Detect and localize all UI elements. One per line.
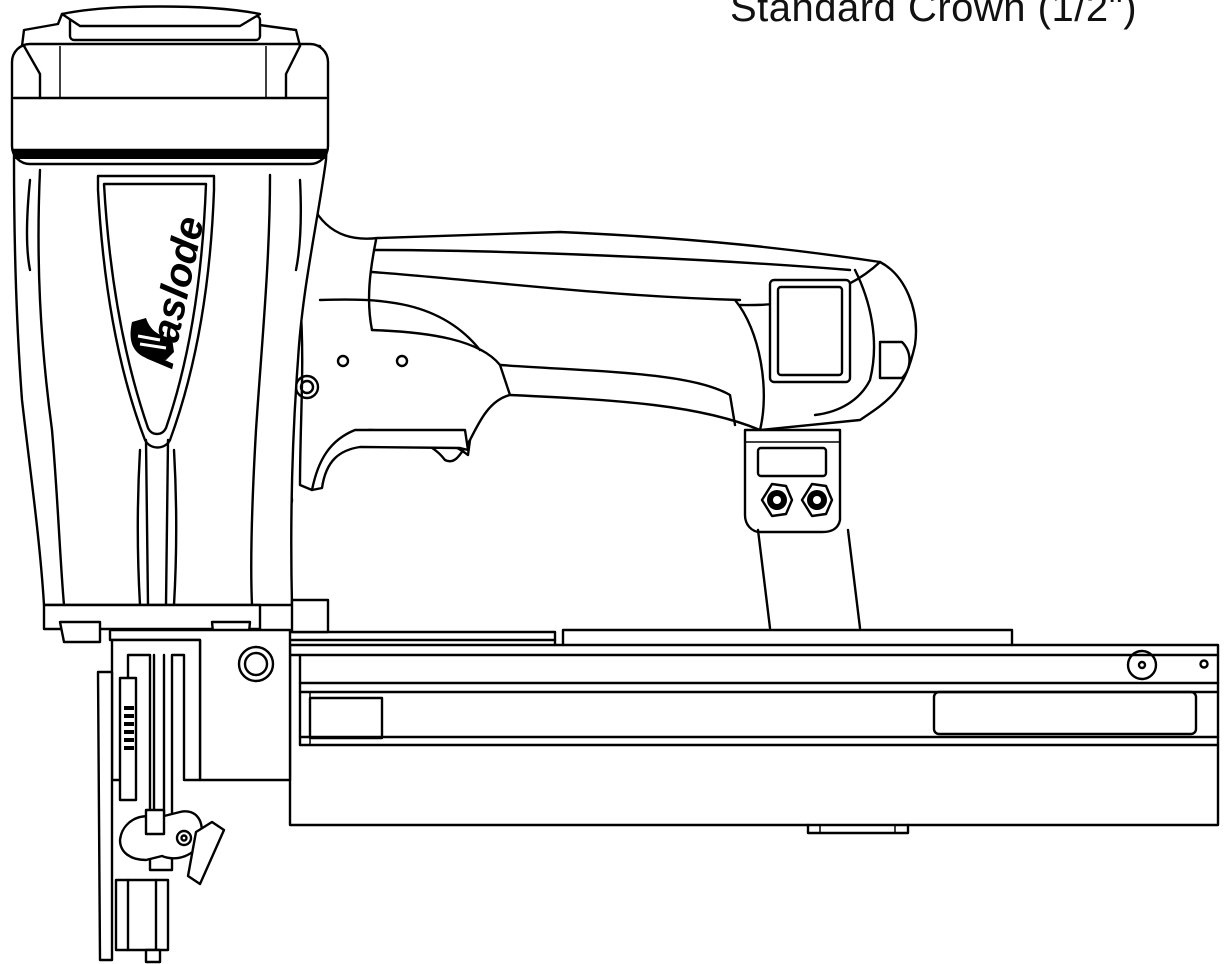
handle <box>274 203 918 510</box>
motor-housing <box>10 5 330 607</box>
nose-assembly <box>42 598 330 964</box>
rear-support <box>743 428 862 630</box>
air-fitting-right <box>800 482 834 518</box>
air-fitting-left <box>760 482 794 518</box>
magazine-rail <box>260 628 1220 835</box>
ratchet-teeth <box>124 706 134 750</box>
crown-size-caption: Standard Crown (1/2") <box>730 0 1138 30</box>
